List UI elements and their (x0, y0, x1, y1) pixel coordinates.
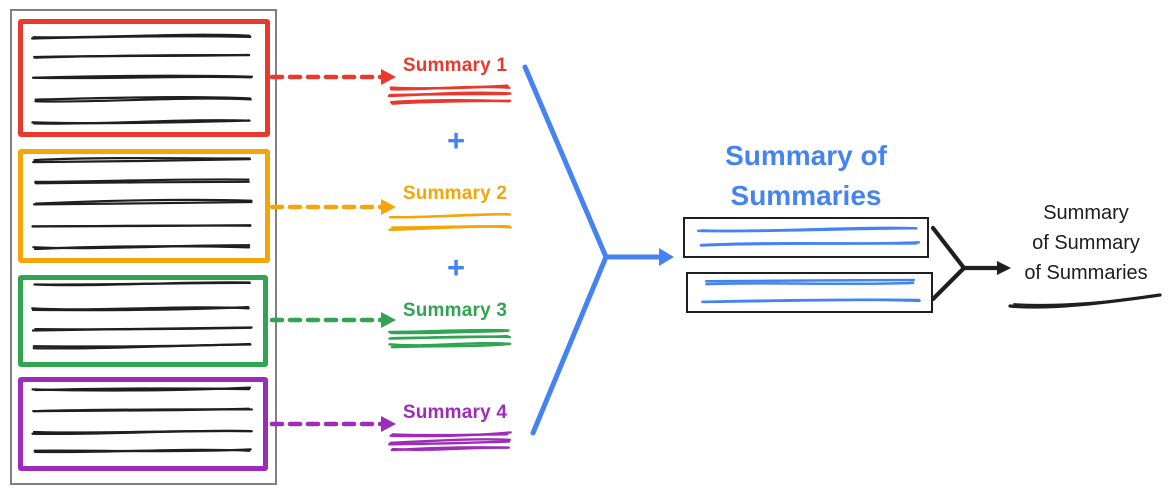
summary-scribble (389, 431, 512, 438)
plus-sign-1: + (446, 123, 466, 158)
summary-scribble (391, 433, 509, 437)
summary-scribble (388, 225, 512, 231)
summary-scribble (388, 335, 512, 340)
summary-scribble (388, 328, 510, 334)
summary-scribble (390, 446, 509, 452)
summary-scribble (390, 334, 509, 340)
summary-of-summaries-title: Summary of Summaries (680, 136, 932, 216)
document-box-1 (18, 19, 270, 137)
summary-scribble (387, 91, 512, 98)
summary-2-label: Summary 2 (402, 183, 508, 204)
summary-1-label: Summary 1 (402, 55, 508, 76)
summary-scribble (388, 341, 512, 347)
final-summary-label-line2: of Summary (1032, 232, 1140, 254)
final-arrow-lower-line (930, 265, 967, 302)
final-summary-scribble (1013, 295, 1158, 306)
summary-scribble (389, 213, 510, 219)
summary-scribble (389, 84, 509, 90)
final-summary-scribble (1008, 293, 1162, 309)
final-summary-label: Summary of Summary of Summaries (1004, 198, 1168, 288)
summary-scribble (391, 446, 510, 451)
summary-scribble (388, 92, 509, 97)
document-box-2 (18, 149, 270, 263)
merge-arrow-upper-line (522, 64, 609, 260)
summary-of-summaries-title-line2: Summaries (730, 180, 882, 211)
summary-3-label: Summary 3 (402, 300, 508, 321)
merge-arrow-head (659, 248, 674, 266)
summary-scribble (388, 440, 511, 446)
final-summary-label-line1: Summary (1043, 202, 1129, 224)
summary-4-label: Summary 4 (402, 402, 508, 423)
summary-scribble (389, 329, 509, 335)
summary-of-summaries-box-2 (686, 272, 933, 313)
summary-scribble (389, 99, 511, 104)
document-box-3 (18, 275, 268, 367)
summary-scribble (389, 438, 512, 445)
document-box-4 (18, 377, 268, 471)
summary-of-summaries-box-1 (683, 217, 929, 258)
summary-of-summaries-title-line1: Summary of (725, 140, 887, 171)
final-summary-label-line3: of Summaries (1024, 262, 1148, 284)
merge-arrow-lower-line (530, 254, 609, 436)
summary-scribble (388, 213, 512, 219)
final-arrow-upper-line (930, 225, 967, 271)
summary-scribble (389, 85, 511, 91)
plus-sign-2: + (446, 250, 466, 285)
summary-scribble (391, 99, 512, 105)
summary-scribble (391, 225, 511, 229)
summary-scribble (390, 342, 510, 349)
